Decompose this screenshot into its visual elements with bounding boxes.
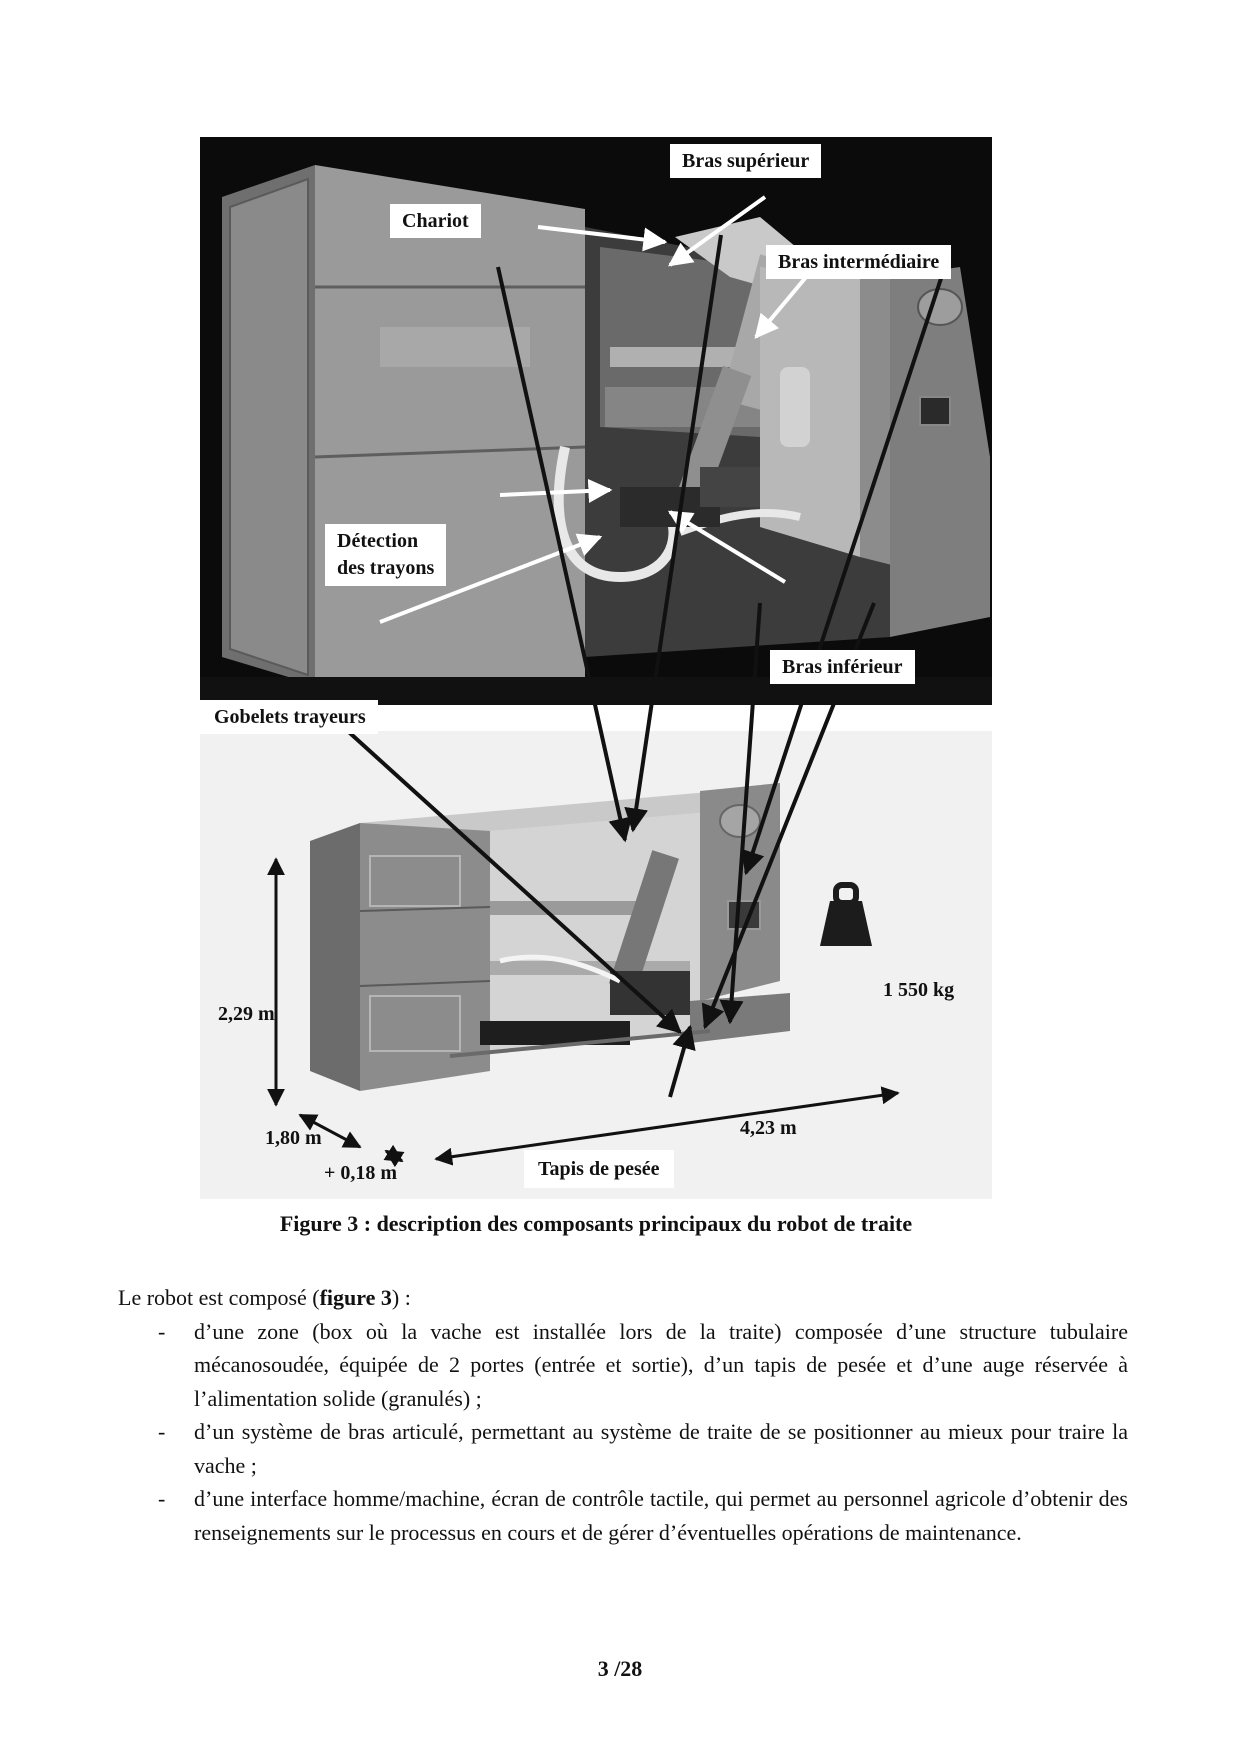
dimension-width: 1,80 m (265, 1127, 322, 1149)
label-chariot: Chariot (390, 204, 481, 238)
figure-caption: Figure 3 : description des composants pr… (279, 1211, 913, 1236)
dimension-height: 2,29 m (218, 1003, 275, 1025)
list-item-text: d’un système de bras articulé, permettan… (194, 1419, 1128, 1478)
list-item-text: d’une interface homme/machine, écran de … (194, 1486, 1128, 1545)
dimension-length: 4,23 m (740, 1117, 797, 1139)
robot-photo-drawing (200, 165, 992, 705)
label-tapis-pesee: Tapis de pesée (524, 1150, 674, 1188)
label-bras-inferieur: Bras inférieur (770, 650, 915, 684)
label-gobelets-trayeurs: Gobelets trayeurs (200, 700, 378, 734)
bullet-dash: - (158, 1318, 166, 1344)
bullet-dash: - (158, 1486, 166, 1511)
label-detection-trayons: Détection des trayons (325, 524, 447, 586)
intro-suffix: ) : (391, 1285, 411, 1310)
intro-prefix: Le robot est composé ( (118, 1285, 320, 1310)
robot-photo (200, 137, 992, 705)
list-item: - d’une zone (box où la vache est install… (118, 1315, 1128, 1416)
page-number: 3 /28 (597, 1656, 643, 1681)
label-detection-line1: Détection (337, 530, 419, 552)
list-item: - d’une interface homme/machine, écran de… (118, 1482, 1128, 1549)
list-item-text: d’une zone (box où la vache est installé… (194, 1318, 1128, 1411)
bullet-dash: - (158, 1419, 166, 1444)
figure-reference: figure 3 (319, 1285, 392, 1310)
label-bras-superieur: Bras supérieur (670, 144, 822, 178)
label-bras-intermediaire: Bras intermédiaire (766, 245, 952, 279)
body-text: Le robot est composé (figure 3) : - d’une… (118, 1281, 1128, 1549)
label-detection-line2: des trayons (337, 557, 435, 579)
figure-3: Bras supérieur Chariot Bras intermédiair… (200, 137, 992, 1199)
list-item: - d’un système de bras articulé, permetta… (118, 1415, 1128, 1482)
dimension-width-extra: + 0,18 m (324, 1162, 398, 1184)
intro-paragraph: Le robot est composé (figure 3) : (118, 1281, 1128, 1315)
weight-label: 1 550 kg (883, 979, 955, 1001)
component-list: - d’une zone (box où la vache est install… (118, 1315, 1128, 1550)
